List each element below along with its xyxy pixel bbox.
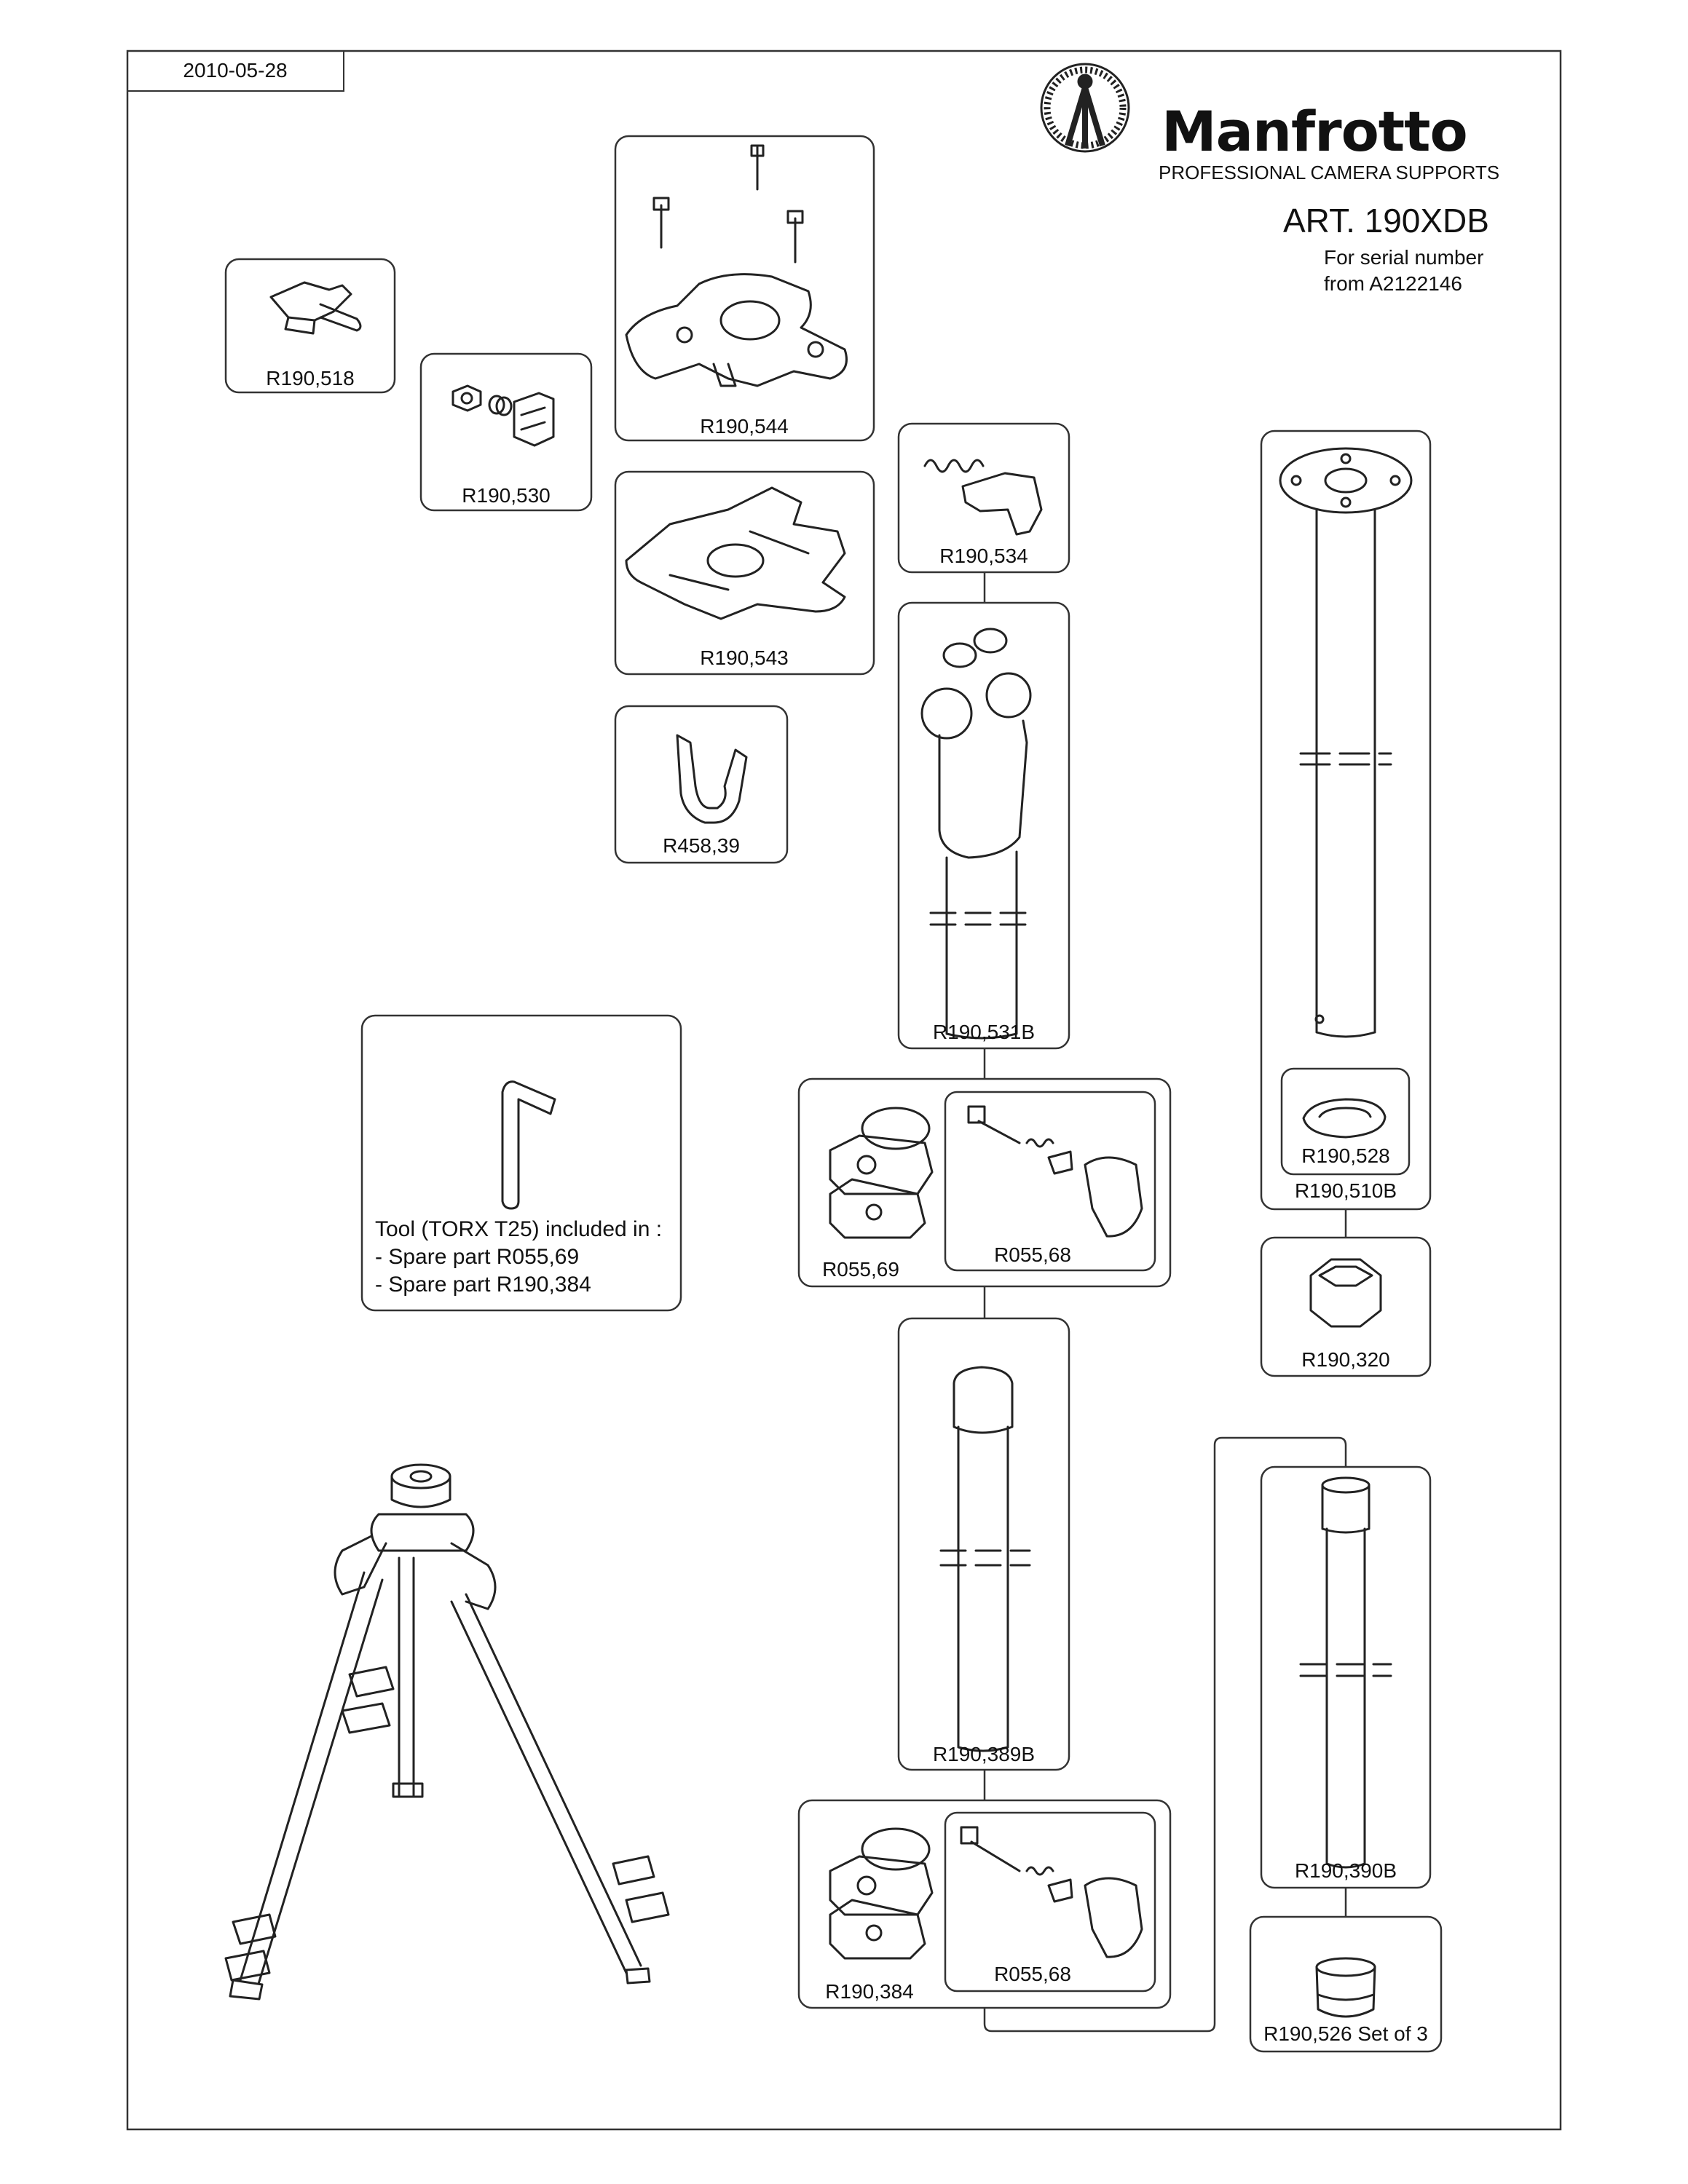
part-r190-526-drawing (1315, 1957, 1376, 2018)
part-r190-530-drawing (451, 384, 555, 447)
part-r190-531b-drawing (920, 628, 1034, 1040)
tripod-illustration (224, 1463, 670, 2001)
box-r190-518 (224, 258, 396, 394)
label-r055-68-b: R055,68 (994, 1963, 1071, 1985)
part-r190-528-drawing (1302, 1098, 1387, 1139)
part-r190-390b-drawing (1299, 1476, 1392, 1869)
label-r190-384: R190,384 (825, 1980, 914, 2003)
box-r055-68-a (944, 1091, 1156, 1272)
box-r190-543 (614, 470, 875, 676)
part-r055-68-b-drawing (960, 1826, 1143, 1958)
tool-note: Tool (TORX T25) included in : - Spare pa… (375, 1216, 662, 1299)
label-r190-530: R190,530 (462, 484, 551, 507)
part-r190-534-drawing (923, 459, 1043, 536)
label-r190-389b: R190,389B (932, 1743, 1036, 1765)
box-r190-531b (897, 601, 1070, 1050)
part-r055-68-a-drawing (967, 1105, 1143, 1238)
label-r055-68-a: R055,68 (994, 1243, 1071, 1266)
part-r190-544-drawing (625, 144, 848, 387)
label-r190-531b: R190,531B (932, 1021, 1036, 1043)
brand-tagline: PROFESSIONAL CAMERA SUPPORTS (1159, 162, 1500, 183)
sheet-frame (126, 50, 1562, 2131)
part-r055-69-drawing (829, 1107, 934, 1239)
part-r190-384-drawing (829, 1827, 934, 1960)
label-r190-528: R190,528 (1301, 1144, 1390, 1167)
box-r190-544 (614, 135, 875, 442)
serial-note-line1: For serial number (1324, 246, 1484, 269)
box-r190-510b (1260, 430, 1432, 1211)
label-r190-544: R190,544 (700, 415, 789, 438)
article-number: ART. 190XDB (1283, 202, 1489, 240)
label-r190-320: R190,320 (1301, 1348, 1390, 1371)
tool-note-line1: Tool (TORX T25) included in : (375, 1217, 663, 1241)
tool-note-line3: - Spare part R190,384 (375, 1273, 591, 1297)
box-r190-530 (419, 352, 593, 512)
torx-tool-drawing (501, 1080, 556, 1210)
box-r190-528 (1280, 1067, 1411, 1176)
label-r190-390b: R190,390B (1294, 1859, 1397, 1882)
label-r190-534: R190,534 (939, 545, 1028, 567)
part-r458-39-drawing (676, 734, 748, 824)
part-r190-320-drawing (1309, 1258, 1382, 1328)
label-r190-526: R190,526 Set of 3 (1263, 2022, 1428, 2045)
brand-wordmark: Manfrotto (1162, 99, 1468, 164)
box-r190-384 (797, 1799, 1172, 2009)
manfrotto-logo-icon (1040, 63, 1130, 153)
serial-note-line2: from A2122146 (1324, 272, 1462, 295)
part-r190-389b-drawing (939, 1366, 1031, 1752)
label-r190-543: R190,543 (700, 646, 789, 669)
box-r190-390b (1260, 1465, 1432, 1889)
box-tool (360, 1014, 682, 1312)
box-r055-68-b (944, 1811, 1156, 1993)
part-r190-518-drawing (269, 281, 362, 335)
box-r190-389b (897, 1317, 1070, 1771)
date-stamp: 2010-05-28 (127, 51, 344, 92)
label-r190-510b: R190,510B (1294, 1179, 1397, 1202)
label-r055-69: R055,69 (822, 1258, 899, 1281)
part-r190-543-drawing (625, 486, 846, 620)
box-r458-39 (614, 705, 789, 864)
label-r190-518: R190,518 (266, 367, 355, 389)
label-r458-39: R458,39 (663, 834, 740, 857)
tool-note-line2: - Spare part R055,69 (375, 1245, 580, 1269)
part-r190-510b-drawing (1279, 447, 1413, 1038)
